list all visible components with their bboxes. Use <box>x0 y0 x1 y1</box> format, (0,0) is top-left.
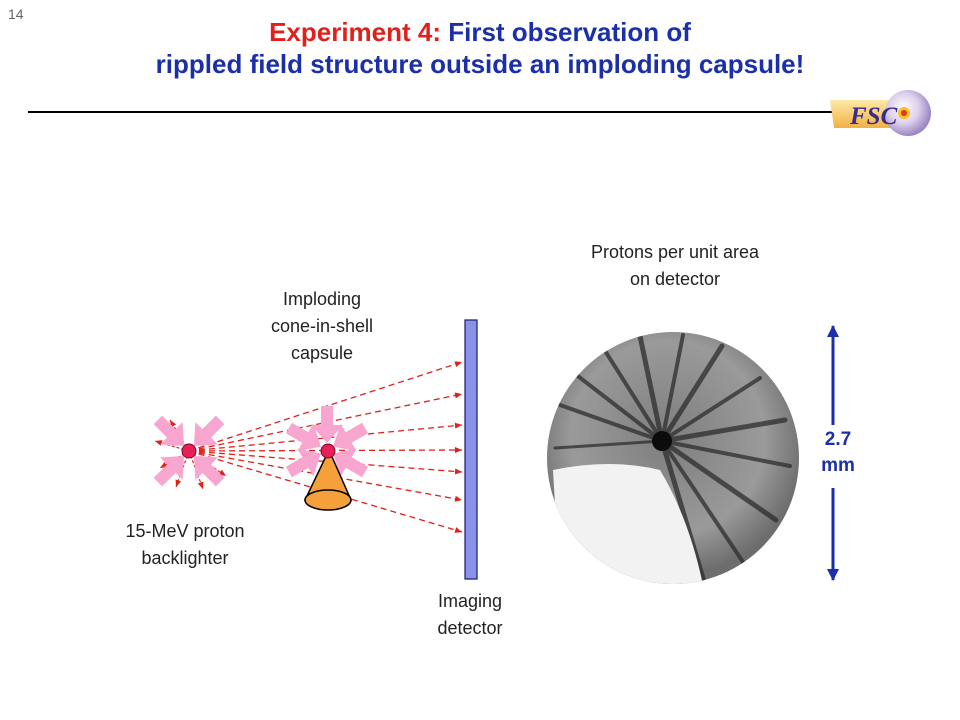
title-line2: rippled field structure outside an implo… <box>155 49 805 79</box>
label-imploding-capsule: Imploding cone-in-shell capsule <box>270 289 374 363</box>
label-imaging-detector: Imaging detector <box>437 591 503 638</box>
label-scale: 2.7 mm <box>821 429 855 476</box>
backlighter-target <box>181 443 197 459</box>
slide-title: Experiment 4: First observation of rippl… <box>0 16 960 80</box>
logo-text: FSC <box>849 103 898 130</box>
label-protons-per-area: Protons per unit area on detector <box>590 242 760 289</box>
cone-in-shell-capsule <box>303 443 353 511</box>
slide-number: 14 <box>8 6 24 22</box>
title-divider <box>28 111 838 113</box>
capsule-laser-arrows <box>285 406 369 478</box>
imaging-detector-plate <box>464 319 478 580</box>
label-backlighter: 15-MeV proton backlighter <box>125 521 245 568</box>
fsc-logo: FSC <box>830 90 931 136</box>
backlighter-laser-arrows <box>153 415 225 487</box>
proton-radiograph-image <box>540 320 803 584</box>
title-experiment: Experiment 4: <box>269 17 449 47</box>
title-line1-rest: First observation of <box>448 17 691 47</box>
